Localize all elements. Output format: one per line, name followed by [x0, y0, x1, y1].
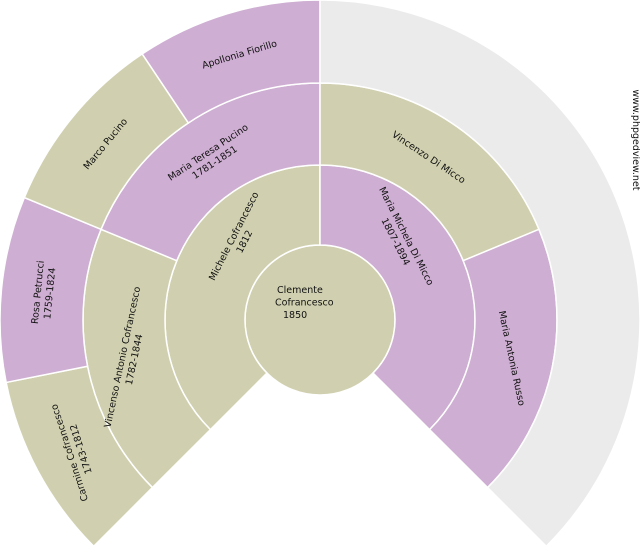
watermark-text: www.phpgedview.net	[630, 89, 640, 190]
root-person-segment[interactable]	[244, 244, 396, 396]
empty-ancestor-segment	[319, 0, 640, 548]
ancestor-label-ffm: Rosa Petrucci1759-1824	[30, 260, 59, 326]
ancestor-segment-fmm[interactable]	[141, 0, 321, 124]
root-person-line: Clemente	[277, 285, 323, 296]
ancestor-dates: 1759-1824	[42, 267, 58, 320]
root-person-line: 1850	[283, 310, 307, 321]
root-person-line: Cofrancesco	[275, 298, 334, 309]
